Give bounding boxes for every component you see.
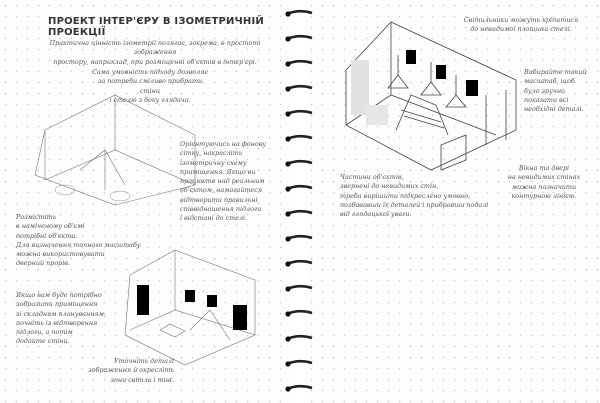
spiral-ring <box>286 234 313 241</box>
sketch-room-final <box>345 21 517 171</box>
right-page: Світильники можуть кріпитися до невидимо… <box>306 0 600 403</box>
spiral-ring <box>286 334 313 341</box>
note-step4: Якщо вам буде потрібно зобразити приміще… <box>16 291 106 346</box>
spiral-hole <box>285 111 291 117</box>
spiral-ring <box>286 34 313 41</box>
page-title: ПРОЕКТ ІНТЕР'ЄРУ В ІЗОМЕТРИЧНІЙ ПРОЕКЦІЇ <box>48 16 264 38</box>
note-scale: Вибирайте такий масштаб, щоб було зручно… <box>524 68 587 114</box>
note-windows: Вікна та двері на невидимих стінах можна… <box>507 164 581 200</box>
spiral-hole <box>285 361 291 367</box>
spiral-hole <box>285 236 291 242</box>
spiral-hole <box>285 311 291 317</box>
sketch-room-objects <box>124 249 256 366</box>
spiral-ring <box>286 109 313 116</box>
spiral-ring <box>286 134 313 141</box>
spiral-hole <box>285 186 291 192</box>
sketch-room-schema <box>34 94 196 206</box>
note-intro: Практична цінність ізометрії полягає, зо… <box>49 39 261 66</box>
spiral-ring <box>286 384 313 391</box>
spiral-hole <box>285 36 291 42</box>
spiral-hole <box>285 136 291 142</box>
spiral-hole <box>285 11 291 17</box>
spiral-ring <box>286 359 313 366</box>
spiral-hole <box>285 161 291 167</box>
spiral-hole <box>285 61 291 67</box>
spiral-ring <box>286 9 313 16</box>
left-page: ПРОЕКТ ІНТЕР'ЄРУ В ІЗОМЕТРИЧНІЙ ПРОЕКЦІЇ… <box>0 0 290 403</box>
spiral-hole <box>285 386 291 392</box>
spiral-ring <box>286 184 313 191</box>
spiral-ring <box>286 284 313 291</box>
spiral-hole <box>285 86 291 92</box>
note-hidden: Частини об'єктів, звернені до невидимих … <box>340 173 489 219</box>
spiral-ring <box>286 209 313 216</box>
spiral-hole <box>285 261 291 267</box>
note-step5: Уточніть деталі зображення й окресліть з… <box>88 357 174 384</box>
spiral-hole <box>285 211 291 217</box>
note-lights: Світильники можуть кріпитися до невидимо… <box>463 16 579 34</box>
spiral-hole <box>285 286 291 292</box>
spiral-binding <box>285 9 313 392</box>
spiral-ring <box>286 259 313 266</box>
spiral-ring <box>286 309 313 316</box>
spiral-ring <box>286 159 313 166</box>
note-step2: Орієнтуючись на фонову сітку, накресліть… <box>180 140 267 223</box>
spiral-ring <box>286 84 313 91</box>
spiral-hole <box>285 336 291 342</box>
spiral-ring <box>286 59 313 66</box>
note-step3: Розмістіть в наміченому об'ємі потрібні … <box>16 213 141 268</box>
